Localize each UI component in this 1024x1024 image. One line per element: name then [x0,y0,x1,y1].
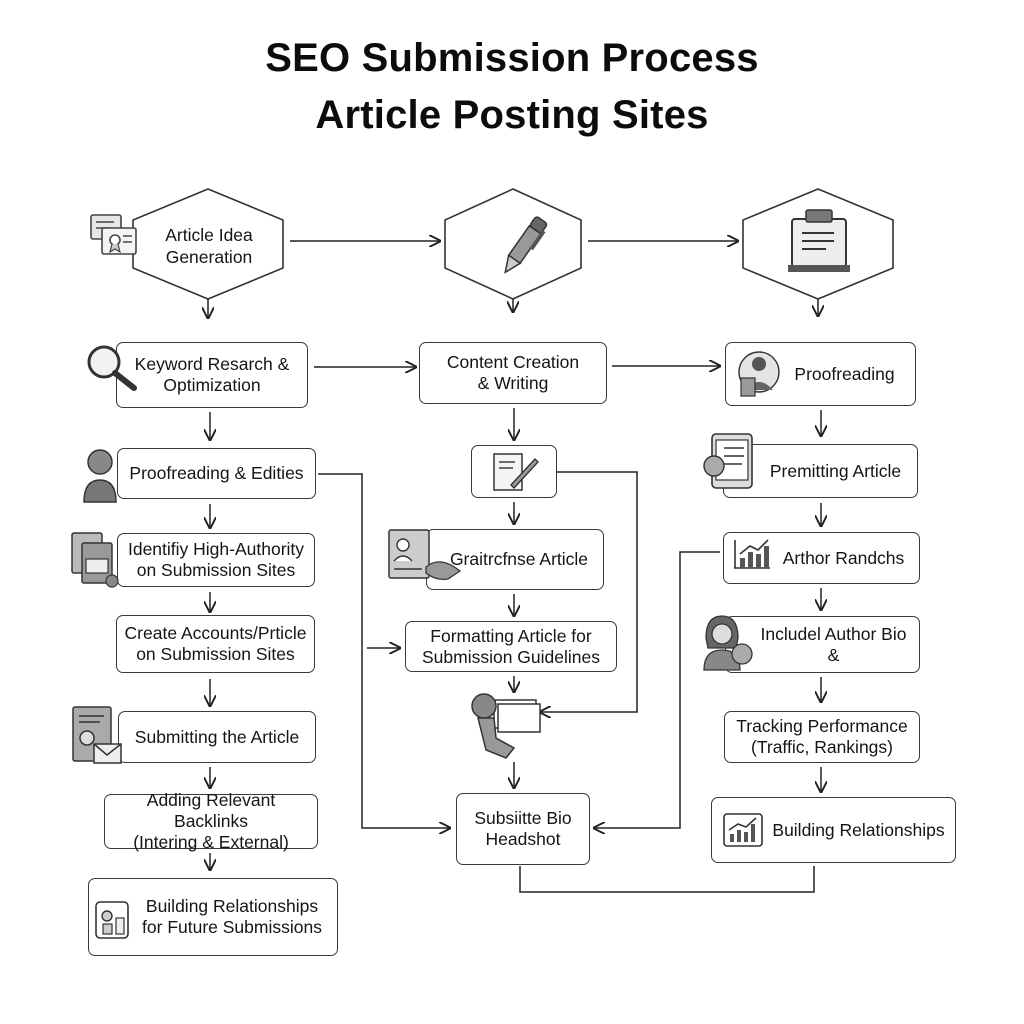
tracking-performance-box[interactable]: Tracking Performance (Traffic, Rankings) [724,711,920,763]
hexagon-idea-label: Article Idea Generation [165,225,253,267]
trend-chart-icon [723,813,763,847]
formatting-article-box[interactable]: Formatting Article for Submission Guidel… [405,621,617,672]
edit-document-icon [493,453,539,491]
premitting-article-box[interactable]: Premitting Article [723,444,918,498]
documents-icon [71,532,119,588]
id-card-icon [471,693,541,759]
graitrcfnse-article-box[interactable]: Graitrcfnse Article [426,529,604,590]
relationship-doc-icon [95,901,129,939]
clipboard-icon [788,209,850,272]
gear-mail-icon [72,706,122,764]
content-creation-box[interactable]: Content Creation & Writing [419,342,607,404]
pen-icon [504,216,548,274]
certificate-icon [90,214,137,255]
future-relationships-box[interactable]: Building Relationships for Future Submis… [88,878,338,956]
page-subtitle: Article Posting Sites [315,93,709,137]
proofreading-editing-box[interactable]: Proofreading & Edities [117,448,316,499]
person-document-icon [388,529,462,581]
submitting-article-box[interactable]: Submitting the Article [118,711,316,763]
identify-sites-box[interactable]: Identifiy High-Authority on Submission S… [117,533,315,587]
proofreading-person-icon [738,351,780,397]
page-title: SEO Submission Process [265,36,759,80]
include-author-bio-box[interactable]: Includel Author Bio & [725,616,920,673]
person-icon [83,449,117,503]
bar-chart-icon [734,539,770,569]
arthor-randchs-box[interactable]: Arthor Randchs [723,532,920,584]
magnifier-icon [87,345,137,391]
tablet-icon [703,433,753,489]
keyword-research-box[interactable]: Keyword Resarch & Optimization [116,342,308,408]
create-accounts-box[interactable]: Create Accounts/Prticle on Submission Si… [116,615,315,673]
backlinks-box[interactable]: Adding Relevant Backlinks (Intering & Ex… [104,790,318,852]
woman-icon [703,615,753,671]
bio-headshot-box[interactable]: Subsiitte Bio Headshot [456,793,590,865]
